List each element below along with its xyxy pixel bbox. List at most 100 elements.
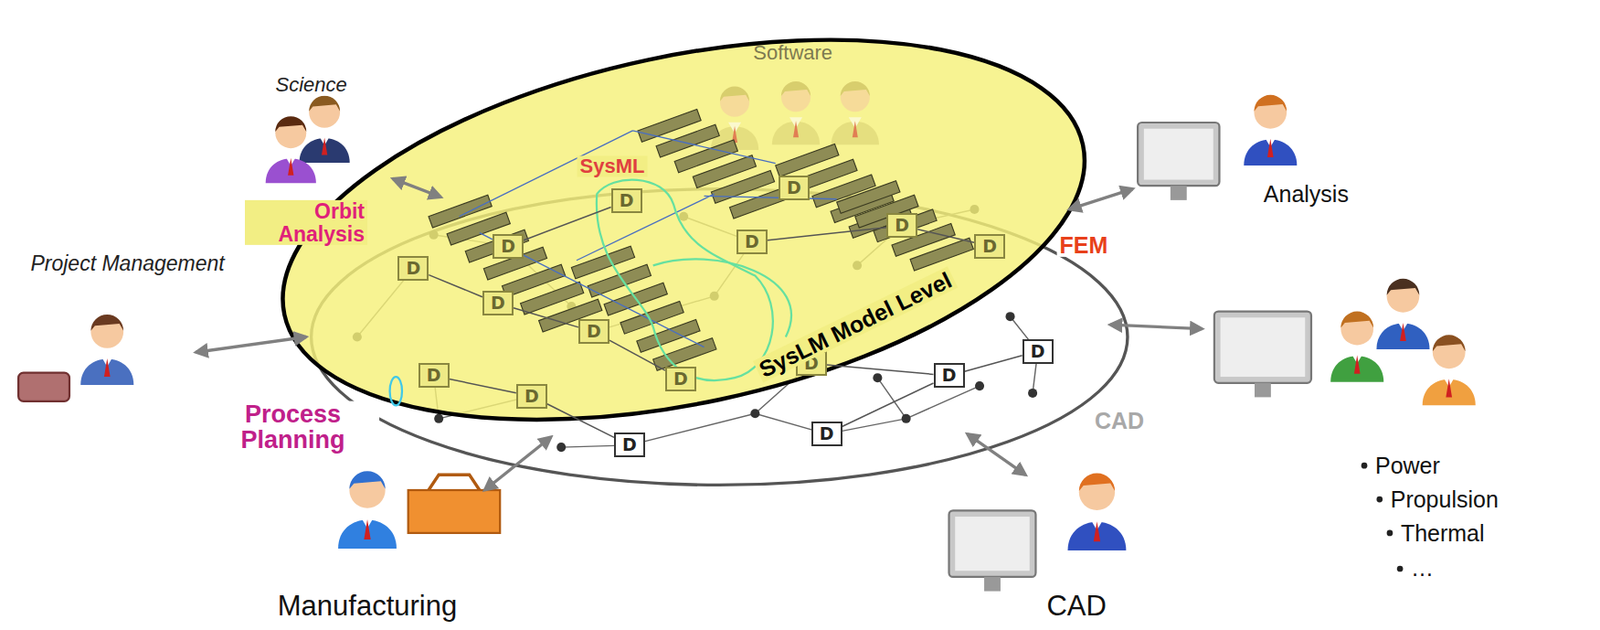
person-body — [772, 121, 820, 146]
monitor-screen — [954, 516, 1030, 571]
tree-bars — [428, 108, 974, 371]
person-body — [80, 359, 134, 385]
network-connector — [523, 206, 612, 240]
person-hair — [840, 81, 870, 96]
person-icon — [1376, 278, 1430, 350]
person-icon — [299, 95, 350, 163]
diagram-label: SysML — [577, 155, 648, 177]
green-outline — [596, 180, 774, 381]
person-icon — [1068, 472, 1127, 551]
person-tie — [1354, 355, 1361, 374]
cyan-mark — [390, 376, 403, 405]
data-box: D — [811, 421, 843, 446]
toolbox — [408, 489, 501, 533]
data-box: D — [886, 212, 918, 238]
person-hair — [308, 95, 340, 112]
junction-dot — [901, 413, 912, 424]
person-icon — [772, 81, 820, 145]
box-letter: D — [819, 424, 835, 443]
person-body — [1243, 138, 1297, 165]
person-tie — [1093, 520, 1101, 541]
junction-dot — [434, 413, 444, 424]
diagram-label: Thermal — [1398, 520, 1488, 545]
box-letter: D — [622, 435, 637, 454]
person-icon — [80, 314, 134, 385]
person-body — [1422, 379, 1476, 405]
person-hair — [1432, 334, 1466, 351]
box-letter: D — [982, 237, 997, 255]
monitor-stand — [984, 576, 1001, 592]
tree-bar — [910, 237, 974, 271]
person-tie — [287, 158, 294, 176]
tree-bar — [465, 229, 529, 263]
person-hair — [90, 314, 124, 331]
box-letter: D — [894, 216, 910, 234]
person-hair — [349, 470, 385, 489]
person-tie — [852, 120, 859, 138]
person-icon — [338, 470, 397, 549]
box-letter: D — [1030, 342, 1046, 361]
bullet-dots — [1361, 462, 1404, 572]
network-connector — [964, 355, 1023, 371]
figures — [18, 81, 1476, 592]
person-hair — [1253, 95, 1287, 112]
person-icon — [1243, 95, 1297, 166]
person-hair — [781, 81, 811, 96]
person-tie — [321, 137, 328, 155]
monitor — [1214, 311, 1312, 383]
person-icon — [265, 116, 317, 183]
data-box: D — [1022, 339, 1054, 364]
data-box: D — [482, 290, 514, 316]
data-box: D — [736, 229, 768, 255]
person-hair — [1387, 278, 1420, 296]
monitor-stand — [1254, 382, 1272, 398]
diagram-label: Analysis — [1260, 181, 1352, 206]
diagram-label: Science — [272, 74, 350, 96]
person-hair — [1079, 472, 1115, 491]
data-box: D — [614, 432, 646, 457]
junction-dot — [1027, 388, 1038, 398]
network-connector — [826, 364, 934, 374]
person-body — [338, 519, 397, 549]
data-box: D — [665, 366, 697, 392]
diagram-label: Project Management — [20, 252, 235, 275]
monitor-stand — [1170, 185, 1187, 201]
person-tie — [104, 358, 111, 377]
network-connector — [449, 378, 517, 393]
person-icon — [1330, 311, 1384, 382]
data-box: D — [974, 233, 1006, 259]
link-arrows — [195, 178, 1202, 490]
diagram-label: CAD — [1043, 591, 1109, 622]
green-outline — [653, 258, 792, 337]
diagram-label: Software — [750, 42, 836, 64]
junction-dot — [872, 372, 882, 382]
box-letter: D — [942, 366, 957, 384]
junction-dot — [750, 408, 760, 418]
person-body — [299, 137, 350, 163]
person-body — [265, 158, 317, 183]
person-icon — [710, 86, 759, 150]
diagram-label: FEM — [1057, 233, 1112, 257]
person-body — [1376, 322, 1430, 349]
person-tie — [793, 120, 799, 138]
box-letter: D — [586, 322, 602, 340]
network-connector — [547, 403, 615, 438]
diagram-label: Power — [1372, 453, 1443, 477]
box-letter: D — [500, 237, 516, 255]
network-connector — [842, 382, 934, 427]
box-letter: D — [490, 294, 506, 312]
toolbox-handle — [428, 474, 480, 490]
box-letter: D — [744, 233, 760, 251]
person-icon — [831, 81, 880, 145]
diagram-label: … — [1408, 555, 1437, 580]
box-letter: D — [405, 259, 421, 277]
junction-dot — [974, 381, 985, 391]
briefcase — [18, 372, 70, 402]
monitor-screen — [1144, 128, 1214, 181]
person-hair — [275, 116, 307, 132]
network-connector — [917, 229, 975, 243]
network-connector — [609, 339, 666, 371]
